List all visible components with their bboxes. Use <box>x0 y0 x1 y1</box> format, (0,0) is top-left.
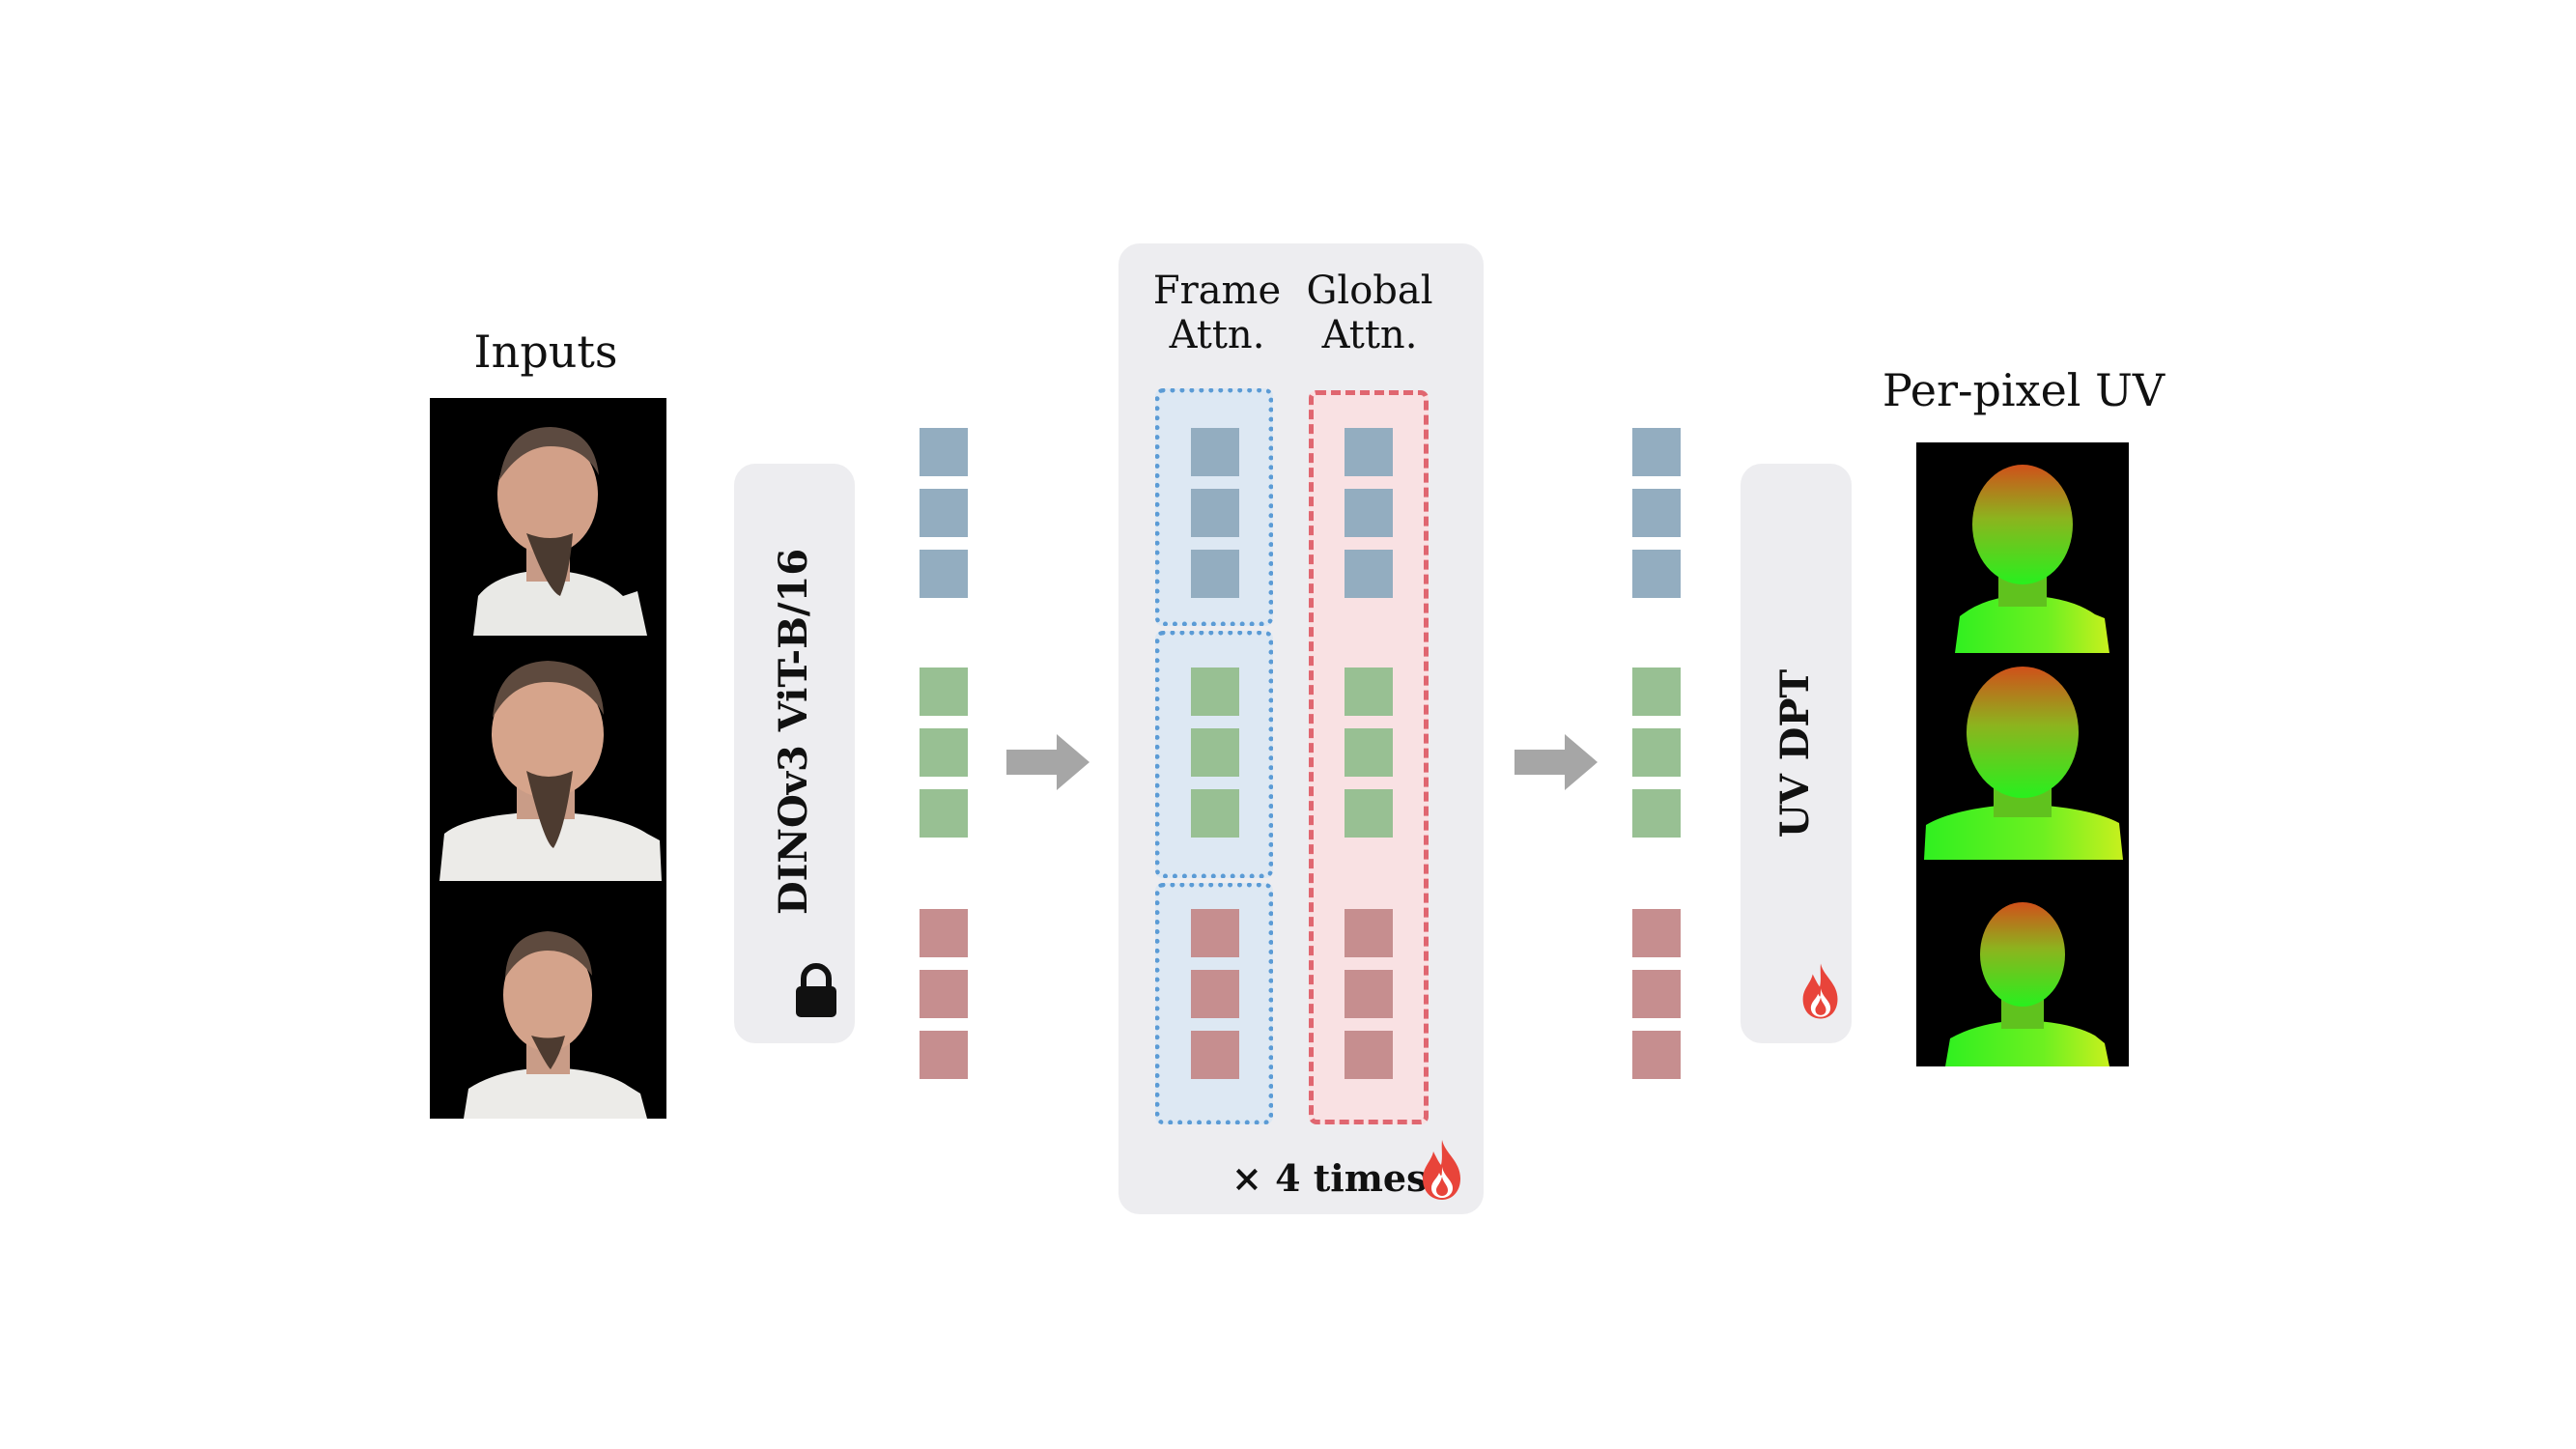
green-token <box>1191 789 1239 838</box>
red-token <box>1191 909 1239 957</box>
uv-map-image <box>1916 860 2129 1066</box>
green-token <box>1345 789 1393 838</box>
blue-token <box>1632 428 1681 476</box>
uv-map-image <box>1916 653 2129 860</box>
blue-token <box>1345 550 1393 598</box>
frame-attn-line2: Attn. <box>1169 313 1265 357</box>
lock-icon <box>792 961 840 1019</box>
face-image <box>430 636 666 881</box>
green-token <box>1632 728 1681 777</box>
fire-icon <box>1418 1138 1466 1202</box>
uv-frame-1 <box>1916 442 2129 653</box>
blue-token <box>1191 550 1239 598</box>
fire-icon <box>1798 961 1843 1021</box>
green-token <box>1191 728 1239 777</box>
frame-attn-line1: Frame <box>1152 269 1282 313</box>
encoder-label: DINOv3 ViT-B/16 <box>771 548 816 915</box>
red-token <box>920 970 968 1018</box>
green-token <box>920 789 968 838</box>
blue-token <box>1191 489 1239 537</box>
decoder-block <box>1741 464 1852 1043</box>
arrow-right-icon <box>1514 732 1599 792</box>
input-frame-3 <box>430 881 666 1119</box>
decoder-label: UV DPT <box>1772 668 1818 838</box>
output-title: Per-pixel UV <box>1882 364 2166 416</box>
red-token <box>920 909 968 957</box>
green-token <box>920 668 968 716</box>
red-token <box>1632 1031 1681 1079</box>
input-frame-2 <box>430 636 666 881</box>
green-token <box>1191 668 1239 716</box>
red-token <box>1345 970 1393 1018</box>
frame-attn-title: Frame Attn. <box>1145 269 1289 357</box>
face-image <box>430 881 666 1119</box>
inputs-title: Inputs <box>473 326 618 378</box>
red-token <box>1632 909 1681 957</box>
blue-token <box>920 428 968 476</box>
uv-map-image <box>1916 442 2129 653</box>
uv-frame-3 <box>1916 860 2129 1066</box>
green-token <box>1345 668 1393 716</box>
repeat-label: × 4 times <box>1231 1156 1428 1200</box>
input-frame-1 <box>430 398 666 636</box>
red-token <box>1345 1031 1393 1079</box>
blue-token <box>1345 489 1393 537</box>
red-token <box>1191 970 1239 1018</box>
red-token <box>1191 1031 1239 1079</box>
global-attn-title: Global Attn. <box>1297 269 1442 357</box>
red-token <box>1632 970 1681 1018</box>
green-token <box>920 728 968 777</box>
green-token <box>1632 789 1681 838</box>
blue-token <box>920 550 968 598</box>
red-token <box>920 1031 968 1079</box>
global-attn-line2: Attn. <box>1321 313 1418 357</box>
encoder-block <box>734 464 855 1043</box>
blue-token <box>1345 428 1393 476</box>
blue-token <box>1191 428 1239 476</box>
face-image <box>430 398 666 636</box>
red-token <box>1345 909 1393 957</box>
blue-token <box>1632 489 1681 537</box>
green-token <box>1345 728 1393 777</box>
uv-frame-2 <box>1916 653 2129 860</box>
arrow-right-icon <box>1006 732 1091 792</box>
green-token <box>1632 668 1681 716</box>
blue-token <box>1632 550 1681 598</box>
blue-token <box>920 489 968 537</box>
global-attn-line1: Global <box>1306 269 1433 313</box>
